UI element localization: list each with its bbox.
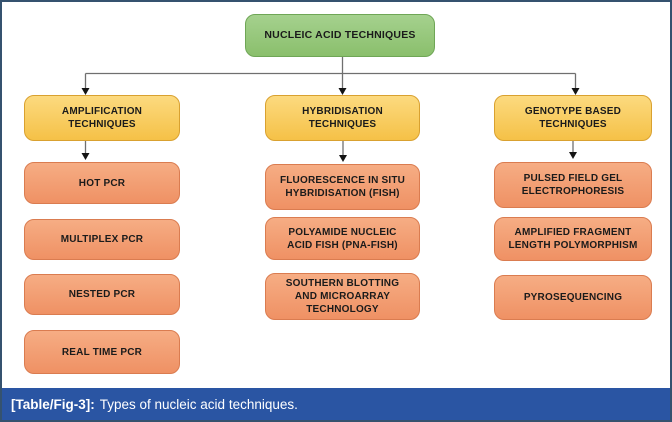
caption-text: Types of nucleic acid techniques. xyxy=(99,396,298,412)
node-pyrosequencing: PYROSEQUENCING xyxy=(494,275,652,320)
tree-lines xyxy=(84,57,577,156)
node-amplification-techniques: AMPLIFICATION TECHNIQUES xyxy=(24,95,180,141)
node-nested-pcr: NESTED PCR xyxy=(24,274,180,315)
flowchart: NUCLEIC ACID TECHNIQUES AMPLIFICATION TE… xyxy=(2,2,670,390)
node-amplified-fragment-length-polymorphism: AMPLIFIED FRAGMENT LENGTH POLYMORPHISM xyxy=(494,217,652,261)
node-southern-blotting-microarray: SOUTHERN BLOTTING AND MICROARRAY TECHNOL… xyxy=(265,273,420,320)
node-pna-fish: POLYAMIDE NUCLEIC ACID FISH (PNA-FISH) xyxy=(265,217,420,260)
node-genotype-based-techniques: GENOTYPE BASED TECHNIQUES xyxy=(494,95,652,141)
node-nucleic-acid-techniques: NUCLEIC ACID TECHNIQUES xyxy=(245,14,435,57)
connector-lines xyxy=(81,57,580,162)
node-multiplex-pcr: MULTIPLEX PCR xyxy=(24,219,180,260)
arrowheads xyxy=(81,88,580,162)
node-fish: FLUORESCENCE IN SITU HYBRIDISATION (FISH… xyxy=(265,164,420,210)
node-hybridisation-techniques: HYBRIDISATION TECHNIQUES xyxy=(265,95,420,141)
node-hot-pcr: HOT PCR xyxy=(24,162,180,204)
node-pulsed-field-gel-electrophoresis: PULSED FIELD GEL ELECTROPHORESIS xyxy=(494,162,652,208)
node-real-time-pcr: REAL TIME PCR xyxy=(24,330,180,374)
caption-bar: [Table/Fig-3]: Types of nucleic acid tec… xyxy=(2,388,670,420)
caption-label: [Table/Fig-3]: xyxy=(11,396,95,412)
